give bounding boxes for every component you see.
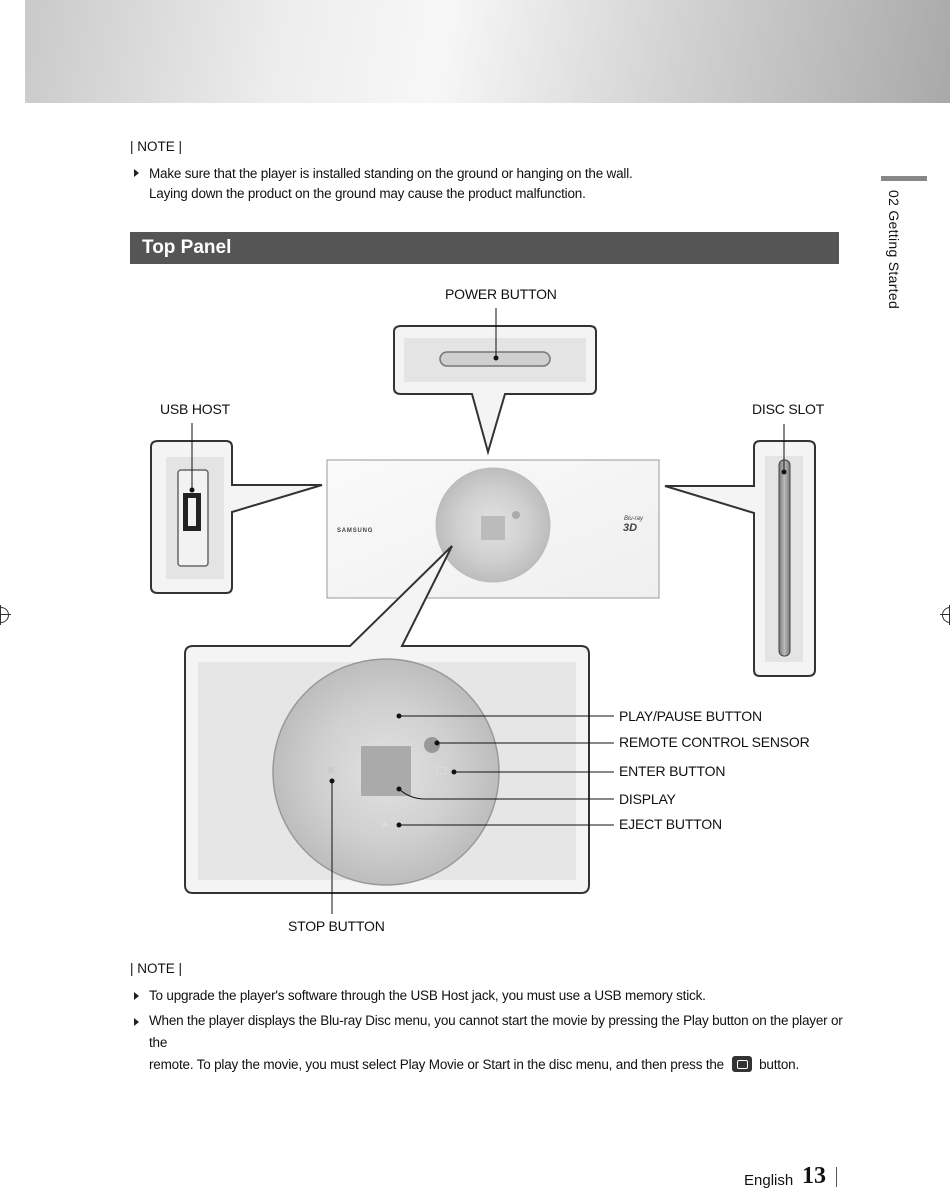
bluray-3d-logo: 3D: [623, 522, 637, 534]
header-banner: [25, 0, 950, 103]
footer-divider: [836, 1167, 837, 1187]
side-tab-text: 02 Getting Started: [886, 190, 902, 310]
note-text: remote. To play the movie, you must sele…: [149, 1057, 724, 1072]
section-title: Top Panel: [142, 237, 232, 258]
disc-slot-label: DISC SLOT: [752, 401, 825, 417]
remote-sensor-label: REMOTE CONTROL SENSOR: [619, 734, 810, 750]
usb-host-label: USB HOST: [160, 401, 230, 417]
display-label: DISPLAY: [619, 791, 676, 807]
note-heading: | NOTE |: [130, 139, 183, 154]
enter-button-label: ENTER BUTTON: [619, 763, 726, 779]
side-tab-bar: [881, 176, 927, 181]
disc-slot-callout: [664, 424, 816, 677]
bullet-arrow-icon: [134, 992, 139, 1000]
note-line: Make sure that the player is installed s…: [149, 166, 633, 181]
leader-dots: [329, 713, 457, 828]
zoom-callout: [184, 545, 590, 894]
power-button-label: POWER BUTTON: [445, 286, 557, 302]
bluray-logo: Blu-ray: [624, 516, 644, 522]
usb-callout: [150, 423, 323, 594]
disc-slot-shape: [778, 459, 791, 657]
power-callout: [393, 308, 597, 456]
note-bullet: Make sure that the player is installed s…: [149, 162, 849, 205]
stop-button-label: STOP BUTTON: [288, 918, 385, 934]
section-header: Top Panel: [130, 232, 839, 264]
page-number: 13: [802, 1163, 826, 1189]
enter-icon: [731, 1056, 752, 1072]
note-text: button.: [759, 1057, 800, 1072]
play-pause-label: PLAY/PAUSE BUTTON: [619, 708, 762, 724]
eject-button-label: EJECT BUTTON: [619, 816, 722, 832]
leader-lines: [331, 715, 614, 914]
note-bullet: When the player displays the Blu-ray Dis…: [149, 1010, 849, 1076]
footer-language: English: [744, 1172, 794, 1189]
note-line: remote. To play the movie, you must sele…: [149, 1054, 849, 1076]
brand-logo: SAMSUNG: [337, 528, 373, 534]
note-bullet: To upgrade the player's software through…: [149, 988, 706, 1003]
note-line: Laying down the product on the ground ma…: [149, 186, 586, 201]
side-tab: 02 Getting Started: [878, 190, 908, 350]
note-line: When the player displays the Blu-ray Dis…: [149, 1013, 843, 1050]
bullet-arrow-icon: [134, 169, 139, 177]
bullet-arrow-icon: [134, 1018, 139, 1026]
note-heading: | NOTE |: [130, 961, 183, 976]
player-body: SAMSUNG Blu-ray 3D: [326, 459, 660, 599]
